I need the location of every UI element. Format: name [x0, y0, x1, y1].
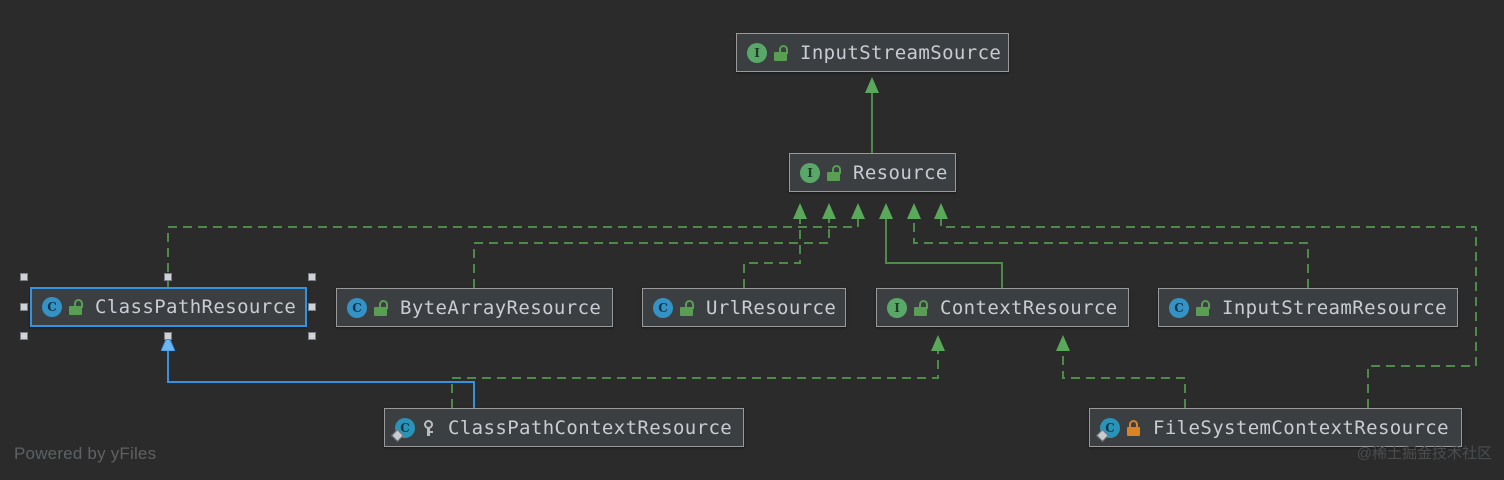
node-label: ClassPathResource [95, 296, 297, 318]
edge-file-system-context-resource-to-context-resource[interactable] [1056, 335, 1186, 408]
node-label: Resource [853, 161, 948, 184]
resize-handle-sw[interactable] [20, 332, 28, 340]
resize-handle-nw[interactable] [20, 273, 28, 281]
key-gray-icon [421, 419, 436, 436]
unlock-green-icon [913, 299, 928, 316]
node-label: InputStreamSource [800, 41, 1002, 64]
node-input-stream-source[interactable]: I InputStreamSource [736, 33, 1009, 72]
node-class-path-resource[interactable]: C ClassPathResource [30, 287, 307, 327]
node-class-path-context-resource[interactable]: C ClassPathContextResource [384, 408, 744, 447]
resize-handle-e[interactable] [308, 303, 316, 311]
node-label: InputStreamResource [1222, 296, 1447, 319]
node-resource[interactable]: I Resource [789, 153, 956, 192]
resize-handle-s[interactable] [164, 332, 172, 340]
edge-class-path-context-resource-to-class-path-resource[interactable] [168, 350, 475, 408]
class-icon: C [42, 297, 62, 317]
lock-orange-icon [1126, 419, 1141, 436]
edge-byte-array-resource-to-resource[interactable] [473, 203, 836, 288]
unlock-green-icon [373, 299, 388, 316]
node-label: ByteArrayResource [400, 296, 602, 319]
resize-handle-n[interactable] [164, 273, 172, 281]
unlock-green-icon [68, 299, 83, 315]
node-label: ContextResource [940, 296, 1118, 319]
edge-class-path-context-resource-to-context-resource[interactable] [451, 335, 945, 408]
interface-icon: I [887, 297, 907, 318]
edge-input-stream-resource-to-resource[interactable] [907, 203, 1309, 288]
class-icon: C [347, 297, 367, 318]
powered-by-yfiles-label: Powered by yFiles [14, 444, 157, 463]
node-label: UrlResource [706, 296, 837, 319]
inner-class-icon: C [391, 417, 415, 442]
edge-url-resource-to-resource[interactable] [743, 203, 807, 288]
inner-class-icon: C [1096, 417, 1120, 442]
interface-icon: I [747, 42, 767, 63]
unlock-green-icon [679, 299, 694, 316]
resize-handle-se[interactable] [308, 332, 316, 340]
node-url-resource[interactable]: C UrlResource [642, 288, 846, 327]
node-label: ClassPathContextResource [448, 416, 733, 439]
resize-handle-ne[interactable] [308, 273, 316, 281]
watermark-label: @稀土掘金技术社区 [1356, 445, 1492, 462]
class-icon: C [653, 297, 673, 318]
edge-class-path-resource-to-resource[interactable] [167, 203, 865, 287]
node-input-stream-resource[interactable]: C InputStreamResource [1158, 288, 1458, 327]
resize-handle-w[interactable] [20, 303, 28, 311]
edge-context-resource-to-resource[interactable] [879, 203, 1003, 288]
unlock-green-icon [773, 44, 788, 61]
unlock-green-icon [826, 164, 841, 181]
interface-icon: I [800, 162, 820, 183]
unlock-green-icon [1195, 299, 1210, 316]
node-file-system-context-resource[interactable]: C FileSystemContextResource [1089, 408, 1462, 447]
node-label: FileSystemContextResource [1153, 416, 1449, 439]
node-byte-array-resource[interactable]: C ByteArrayResource [336, 288, 613, 327]
class-icon: C [1169, 297, 1189, 318]
node-context-resource[interactable]: I ContextResource [876, 288, 1129, 327]
